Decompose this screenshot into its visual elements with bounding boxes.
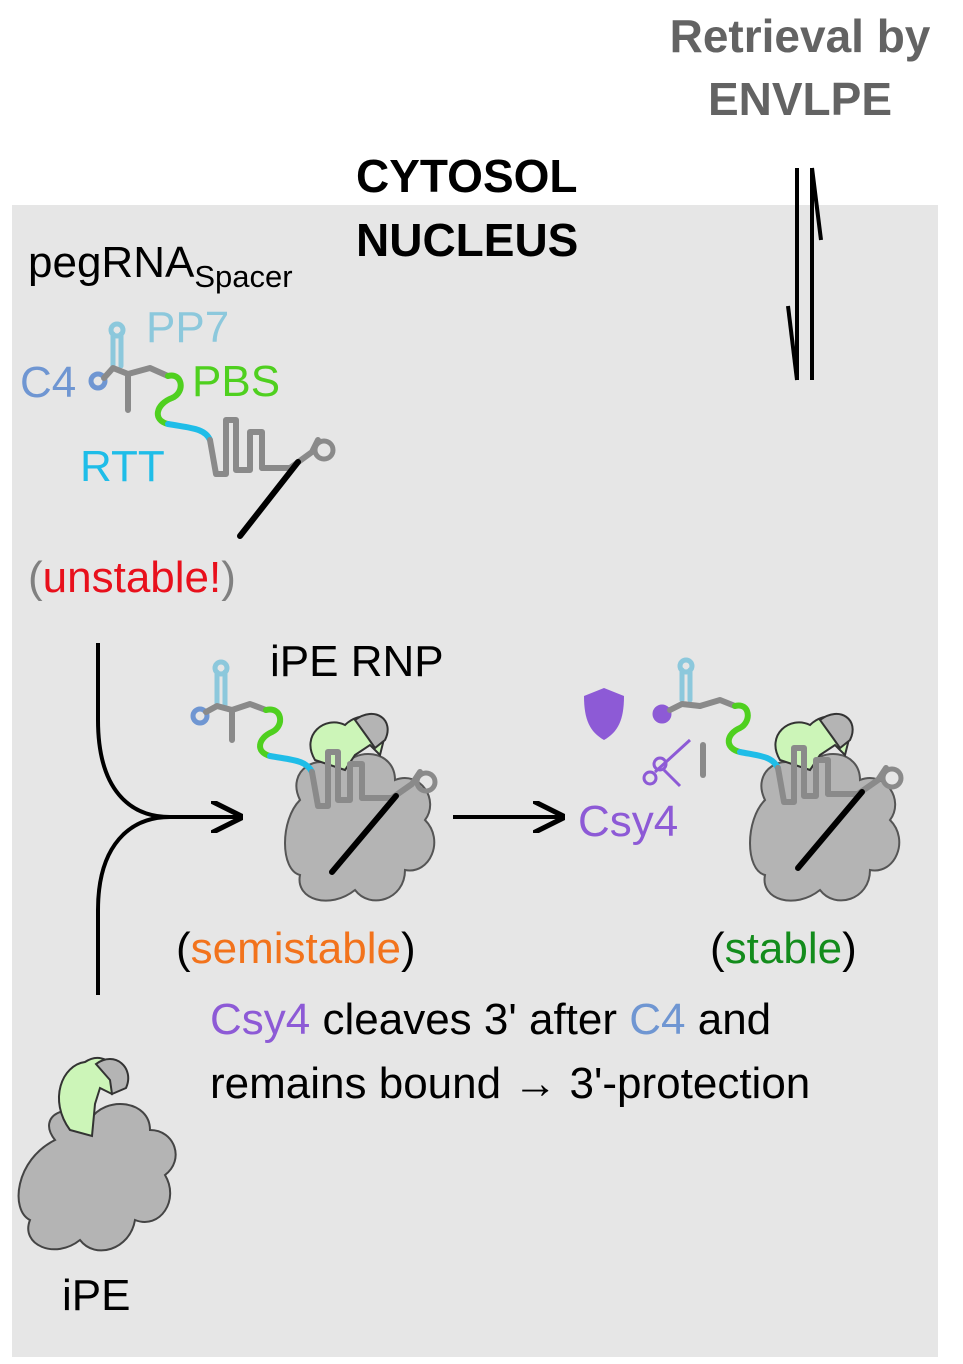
c4-label: C4 <box>20 358 76 407</box>
ipe-rnp-label: iPE RNP <box>270 637 444 686</box>
stable-status: (stable) <box>710 924 857 973</box>
pbs-label: PBS <box>192 357 280 406</box>
shield-icon <box>584 688 624 740</box>
rtt-label: RTT <box>80 442 165 491</box>
equilibrium-arrow <box>786 167 823 381</box>
pegrna-spacer-subscript: Spacer <box>194 259 292 294</box>
ipe-protein <box>17 1057 177 1252</box>
nucleus-label: NUCLEUS <box>356 214 578 266</box>
ipe-label: iPE <box>62 1271 130 1320</box>
caption-line2: remains bound → 3'-protection <box>210 1059 810 1108</box>
ipe-rnp-complex <box>190 659 438 902</box>
merge-arrow <box>96 643 240 995</box>
csy4-label: Csy4 <box>578 797 678 846</box>
scissors-icon <box>642 738 692 788</box>
cytosol-label: CYTOSOL <box>356 150 578 202</box>
pp7-label: PP7 <box>146 303 229 352</box>
caption-line1: Csy4 cleaves 3' after C4 and <box>210 995 771 1044</box>
stable-rnp-complex <box>652 657 904 902</box>
pegrna-label: pegRNASpacer <box>28 238 293 294</box>
retrieval-label-line1: Retrieval by <box>670 10 931 62</box>
unstable-status: (unstable!) <box>28 553 236 602</box>
retrieval-label-line2: ENVLPE <box>708 73 892 125</box>
pegrna-structure <box>88 321 336 539</box>
semistable-status: (semistable) <box>176 924 416 973</box>
